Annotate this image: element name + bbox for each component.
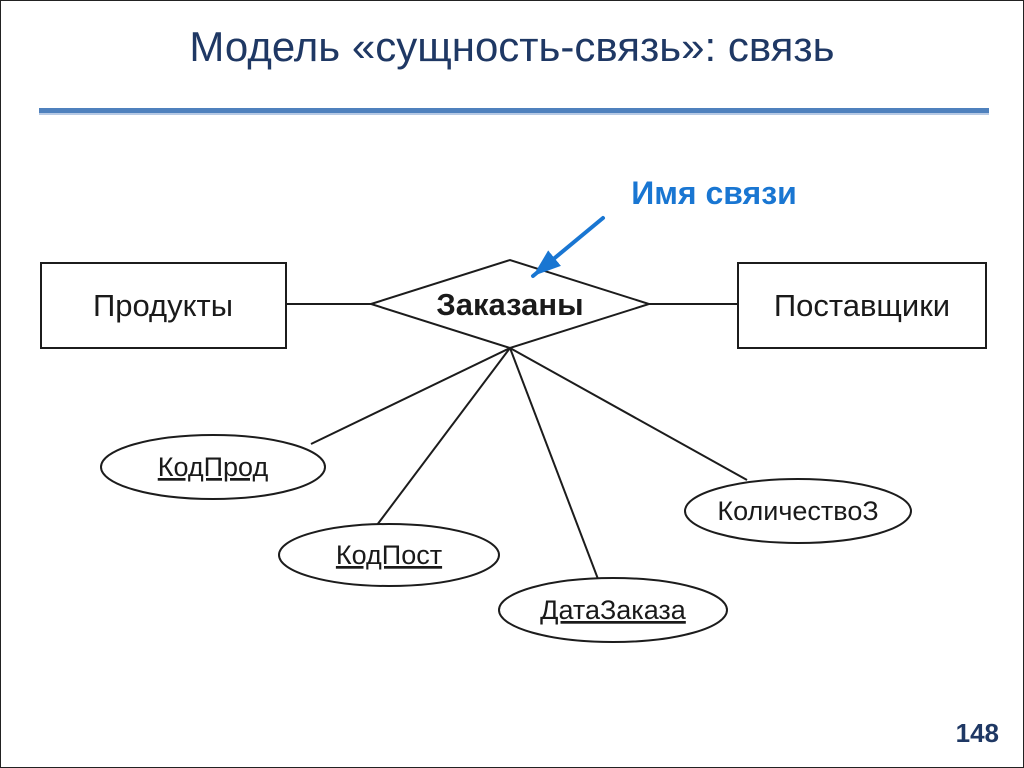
attribute-ellipse-kolichestvoz <box>684 478 912 544</box>
entity-label-suppliers: Поставщики <box>774 288 950 323</box>
entity-box-products <box>40 262 287 349</box>
connector-attr-datazakaza <box>509 347 599 580</box>
relationship-name-annotation: Имя связи <box>631 175 797 211</box>
connector-attr-kodpost <box>376 347 511 526</box>
attribute-ellipse-datazakaza <box>498 577 728 643</box>
entity-box-suppliers <box>737 262 987 349</box>
attribute-label-kodpost: КодПост <box>336 540 442 570</box>
connector-attr-kolichestvoz <box>509 347 748 481</box>
attribute-label-datazakaza: ДатаЗаказа <box>540 595 687 625</box>
page-number: 148 <box>955 718 999 748</box>
attribute-label-kolichestvoz: КоличествоЗ <box>717 496 878 526</box>
relationship-label: Заказаны <box>436 287 583 322</box>
relationship-diamond <box>367 258 653 350</box>
attribute-ellipse-kodpost <box>278 523 500 587</box>
title-divider <box>39 108 989 115</box>
page-title: Модель «сущность-связь»: связь <box>189 23 835 70</box>
connector-attr-kodprod <box>310 347 511 445</box>
entity-label-products: Продукты <box>93 288 233 323</box>
annotation-arrow-icon <box>531 216 605 278</box>
attribute-label-kodprod: КодПрод <box>158 452 269 482</box>
attribute-ellipse-kodprod <box>100 434 326 500</box>
